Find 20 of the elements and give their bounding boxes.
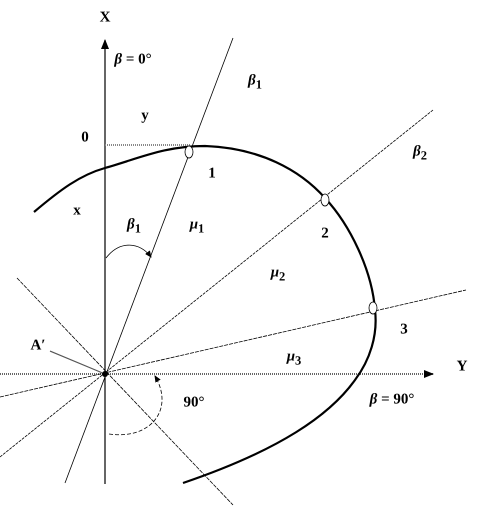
angle-label: 90° [184, 396, 204, 410]
axis-label: y [141, 108, 149, 124]
angle-label: β$_{1}$ [248, 73, 262, 91]
point-number: 3 [400, 322, 408, 338]
angle-label: β$_{2}$ [413, 144, 427, 162]
point-number: 1 [208, 166, 216, 182]
point-label: A′ [30, 338, 46, 354]
angle-label: β = 90° [370, 392, 414, 408]
origin-label: 0 [81, 130, 89, 146]
axis-label: Y [456, 360, 468, 374]
angle-label: μ$_{1}$ [190, 217, 204, 235]
angle-label: μ$_{3}$ [286, 349, 302, 367]
leader-line [50, 350, 102, 374]
angle-label: β$_{1}$ [127, 217, 141, 235]
angle-label: μ$_{2}$ [270, 265, 286, 283]
axis-label: x [73, 204, 81, 218]
angle-label: β = 0° [114, 52, 152, 68]
axis-label: X [100, 10, 110, 26]
point-number: 2 [321, 226, 329, 242]
origin-point [102, 371, 108, 377]
